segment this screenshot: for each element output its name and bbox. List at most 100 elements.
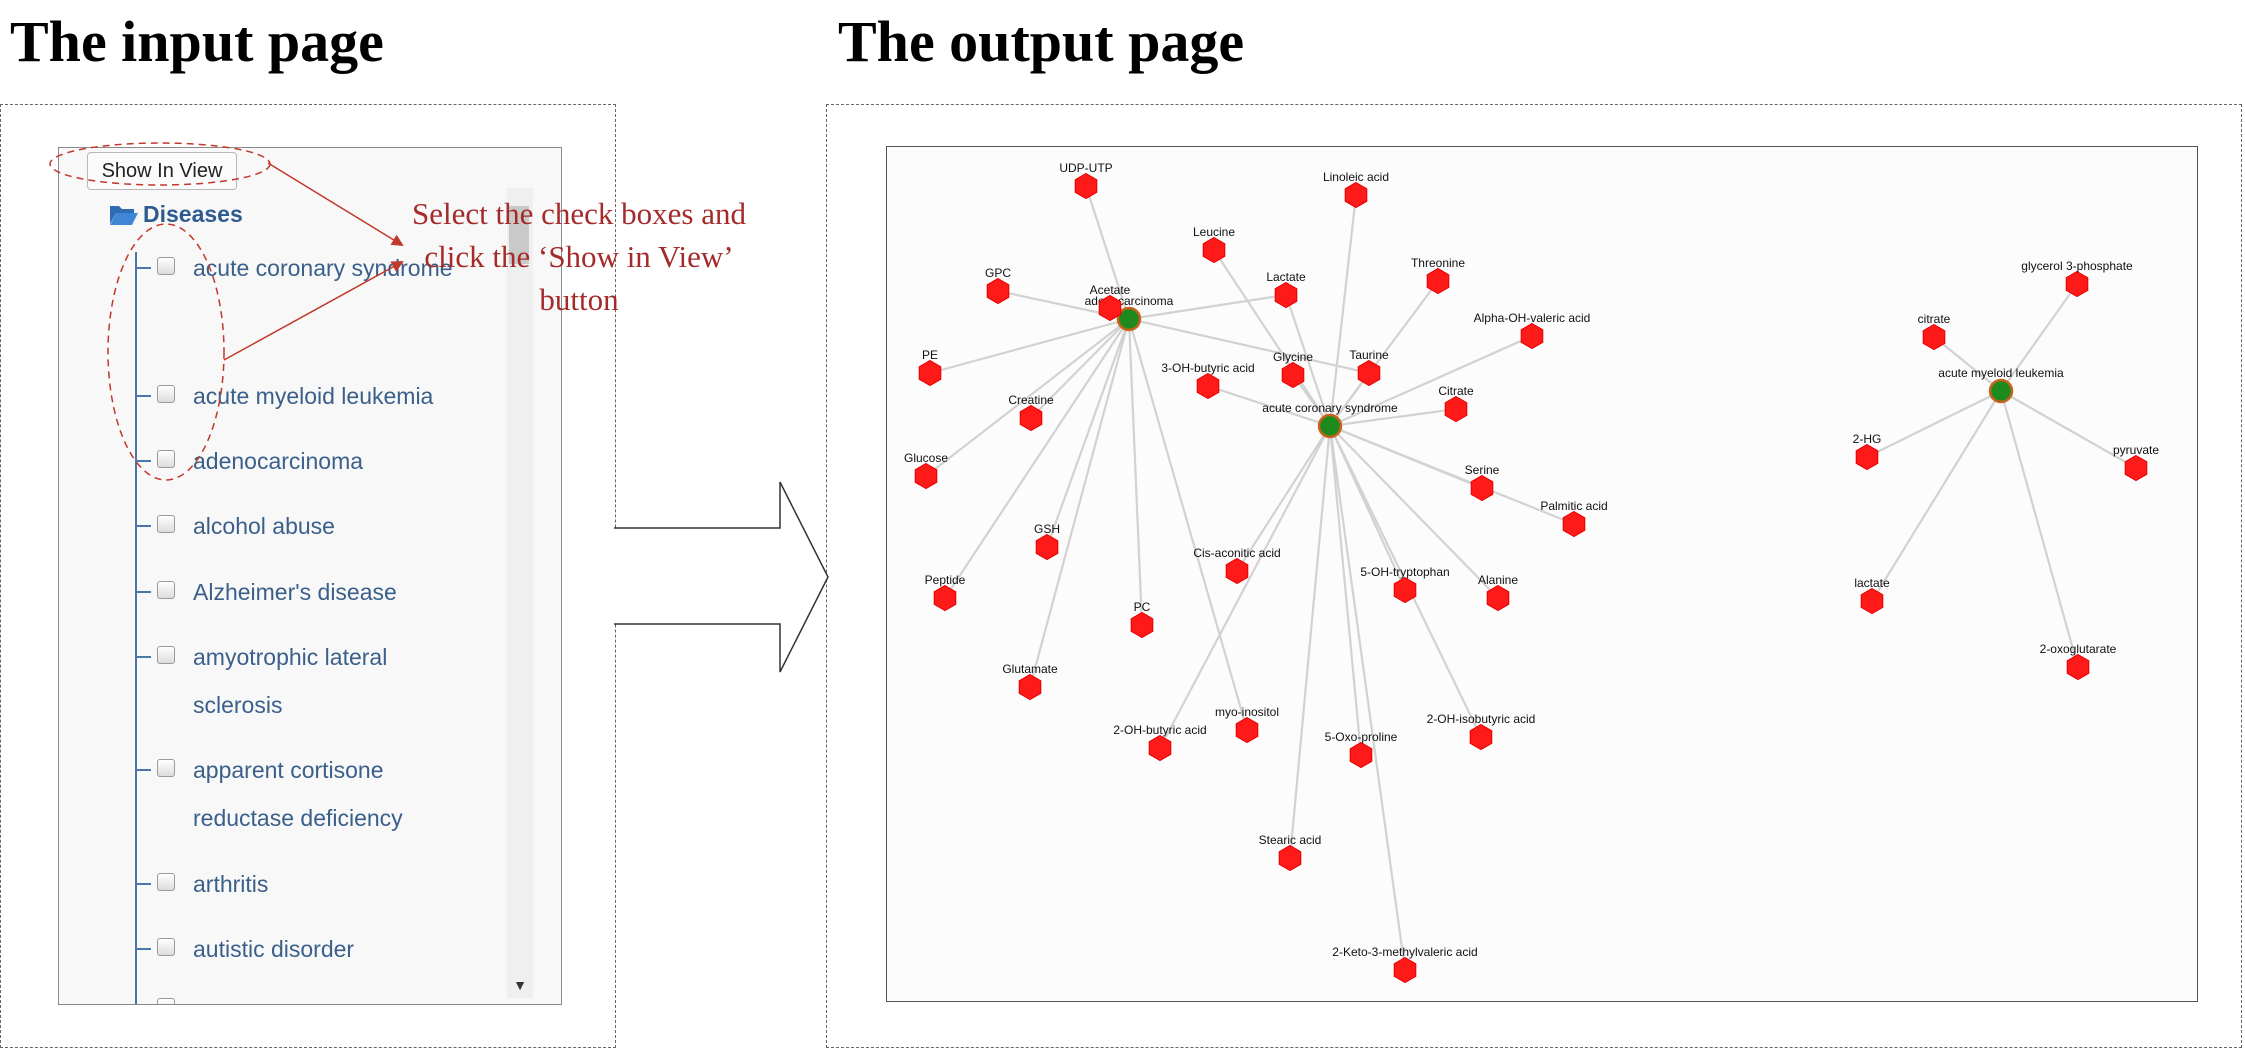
metabolite-node[interactable]: 3-OH-butyric acid [1161,361,1255,400]
tree-item-checkbox[interactable] [157,450,175,468]
metabolite-node-marker[interactable] [2065,270,2089,298]
metabolite-node-marker[interactable] [1393,576,1417,604]
metabolite-node[interactable]: Lactate [1266,270,1306,309]
metabolite-node[interactable]: GPC [985,266,1011,305]
tree-item-checkbox[interactable] [157,938,175,956]
metabolite-node[interactable]: Creatine [1008,393,1054,432]
metabolite-node[interactable]: Acetate [1090,283,1131,322]
metabolite-node[interactable]: PE [918,348,942,387]
metabolite-node[interactable]: Taurine [1349,348,1389,387]
metabolite-node-marker[interactable] [1018,673,1042,701]
metabolite-node[interactable]: UDP-UTP [1059,161,1113,200]
tree-item-label[interactable]: adenocarcinoma [193,448,364,474]
metabolite-node[interactable]: 5-Oxo-proline [1325,730,1398,769]
metabolite-node[interactable]: 2-Keto-3-methylvaleric acid [1332,945,1478,984]
metabolite-node-marker[interactable] [1074,172,1098,200]
metabolite-node-marker[interactable] [1196,372,1220,400]
tree-item-checkbox[interactable] [157,581,175,599]
metabolite-node-marker[interactable] [986,277,1010,305]
metabolite-node-marker[interactable] [2124,454,2148,482]
metabolite-node[interactable]: 2-HG [1853,432,1882,471]
metabolite-node[interactable]: GSH [1034,522,1060,561]
tree-item-checkbox[interactable] [157,515,175,533]
metabolite-node-marker[interactable] [1130,611,1154,639]
metabolite-node-marker[interactable] [1486,584,1510,612]
metabolite-node[interactable]: Serine [1465,463,1500,502]
disease-node[interactable]: acute coronary syndrome [1262,401,1398,439]
metabolite-node-marker[interactable] [1035,533,1059,561]
metabolite-node[interactable]: lactate [1854,576,1890,615]
metabolite-node[interactable]: Palmitic acid [1540,499,1608,538]
metabolite-node-marker[interactable] [1349,741,1373,769]
tree-item-checkbox[interactable] [157,873,175,891]
metabolite-node-marker[interactable] [1235,716,1259,744]
metabolite-node[interactable]: Glutamate [1002,662,1058,701]
metabolite-node-marker[interactable] [1520,322,1544,350]
metabolite-node[interactable]: Threonine [1411,256,1465,295]
metabolite-node[interactable]: Glycine [1273,350,1313,389]
metabolite-node-marker[interactable] [2066,653,2090,681]
scrollbar-track[interactable] [507,188,533,998]
tree-item-checkbox[interactable] [157,646,175,664]
metabolite-node-marker[interactable] [1148,734,1172,762]
disease-node[interactable]: acute myeloid leukemia [1938,366,2064,404]
metabolite-node[interactable]: myo-inositol [1215,705,1279,744]
metabolite-node-marker[interactable] [1855,443,1879,471]
tree-root-diseases[interactable]: Diseases [109,196,243,232]
metabolite-node-marker[interactable] [918,359,942,387]
metabolite-node[interactable]: Glucose [904,451,948,490]
tree-item-label[interactable]: apparent cortisone reductase deficiency [193,757,403,831]
metabolite-node-marker[interactable] [1470,474,1494,502]
tree-item-checkbox[interactable] [157,257,175,275]
metabolite-node[interactable]: glycerol 3-phosphate [2021,259,2133,298]
metabolite-node[interactable]: 2-oxoglutarate [2040,642,2117,681]
metabolite-node-marker[interactable] [933,584,957,612]
tree-item-checkbox[interactable] [157,998,175,1004]
metabolite-node[interactable]: Citrate [1438,384,1474,423]
metabolite-node-marker[interactable] [914,462,938,490]
tree-item-label[interactable]: Alzheimer's disease [193,579,397,605]
scrollbar-thumb[interactable] [509,206,529,264]
tree-item-label[interactable]: acute myeloid leukemia [193,383,434,409]
metabolite-node-marker[interactable] [1562,510,1586,538]
disease-node-marker[interactable] [1988,378,2014,404]
metabolite-node-marker[interactable] [1281,361,1305,389]
metabolite-node-marker[interactable] [1469,723,1493,751]
metabolite-node-marker[interactable] [1344,181,1368,209]
scroll-down-arrow-icon[interactable]: ▼ [513,977,527,993]
metabolite-node[interactable]: Cis-aconitic acid [1193,546,1281,585]
show-in-view-button[interactable]: Show In View [87,152,237,190]
disease-node-marker[interactable] [1116,306,1142,332]
metabolite-node-marker[interactable] [1426,267,1450,295]
tree-item-checkbox[interactable] [157,385,175,403]
metabolite-node-marker[interactable] [1278,844,1302,872]
metabolite-node-marker[interactable] [1274,281,1298,309]
tree-item-label[interactable]: autistic disorder [193,936,355,962]
disease-node-marker[interactable] [1317,413,1343,439]
metabolite-node[interactable]: Alpha-OH-valeric acid [1474,311,1591,350]
metabolite-node[interactable]: 2-OH-isobutyric acid [1427,712,1536,751]
metabolite-node[interactable]: 5-OH-tryptophan [1360,565,1450,604]
metabolite-node[interactable]: Peptide [925,573,966,612]
metabolite-node-marker[interactable] [1019,404,1043,432]
metabolite-node[interactable]: citrate [1918,312,1951,351]
metabolite-node-marker[interactable] [1202,236,1226,264]
metabolite-node-marker[interactable] [1444,395,1468,423]
metabolite-node[interactable]: PC [1130,600,1154,639]
metabolite-node-marker[interactable] [1225,557,1249,585]
metabolite-node[interactable]: Alanine [1478,573,1518,612]
metabolite-node[interactable]: 2-OH-butyric acid [1113,723,1207,762]
tree-item-label[interactable]: alcohol abuse [193,513,335,539]
metabolite-node-marker[interactable] [1393,956,1417,984]
metabolite-node-marker[interactable] [1098,294,1122,322]
metabolite-node[interactable]: Leucine [1193,225,1235,264]
metabolite-node-marker[interactable] [1357,359,1381,387]
metabolite-node-marker[interactable] [1860,587,1884,615]
metabolite-node-marker[interactable] [1922,323,1946,351]
metabolite-node[interactable]: Stearic acid [1259,833,1322,872]
tree-item-checkbox[interactable] [157,759,175,777]
metabolite-node[interactable]: Linoleic acid [1323,170,1389,209]
tree-item-label[interactable]: amyotrophic lateral sclerosis [193,644,388,718]
metabolite-node[interactable]: pyruvate [2113,443,2159,482]
